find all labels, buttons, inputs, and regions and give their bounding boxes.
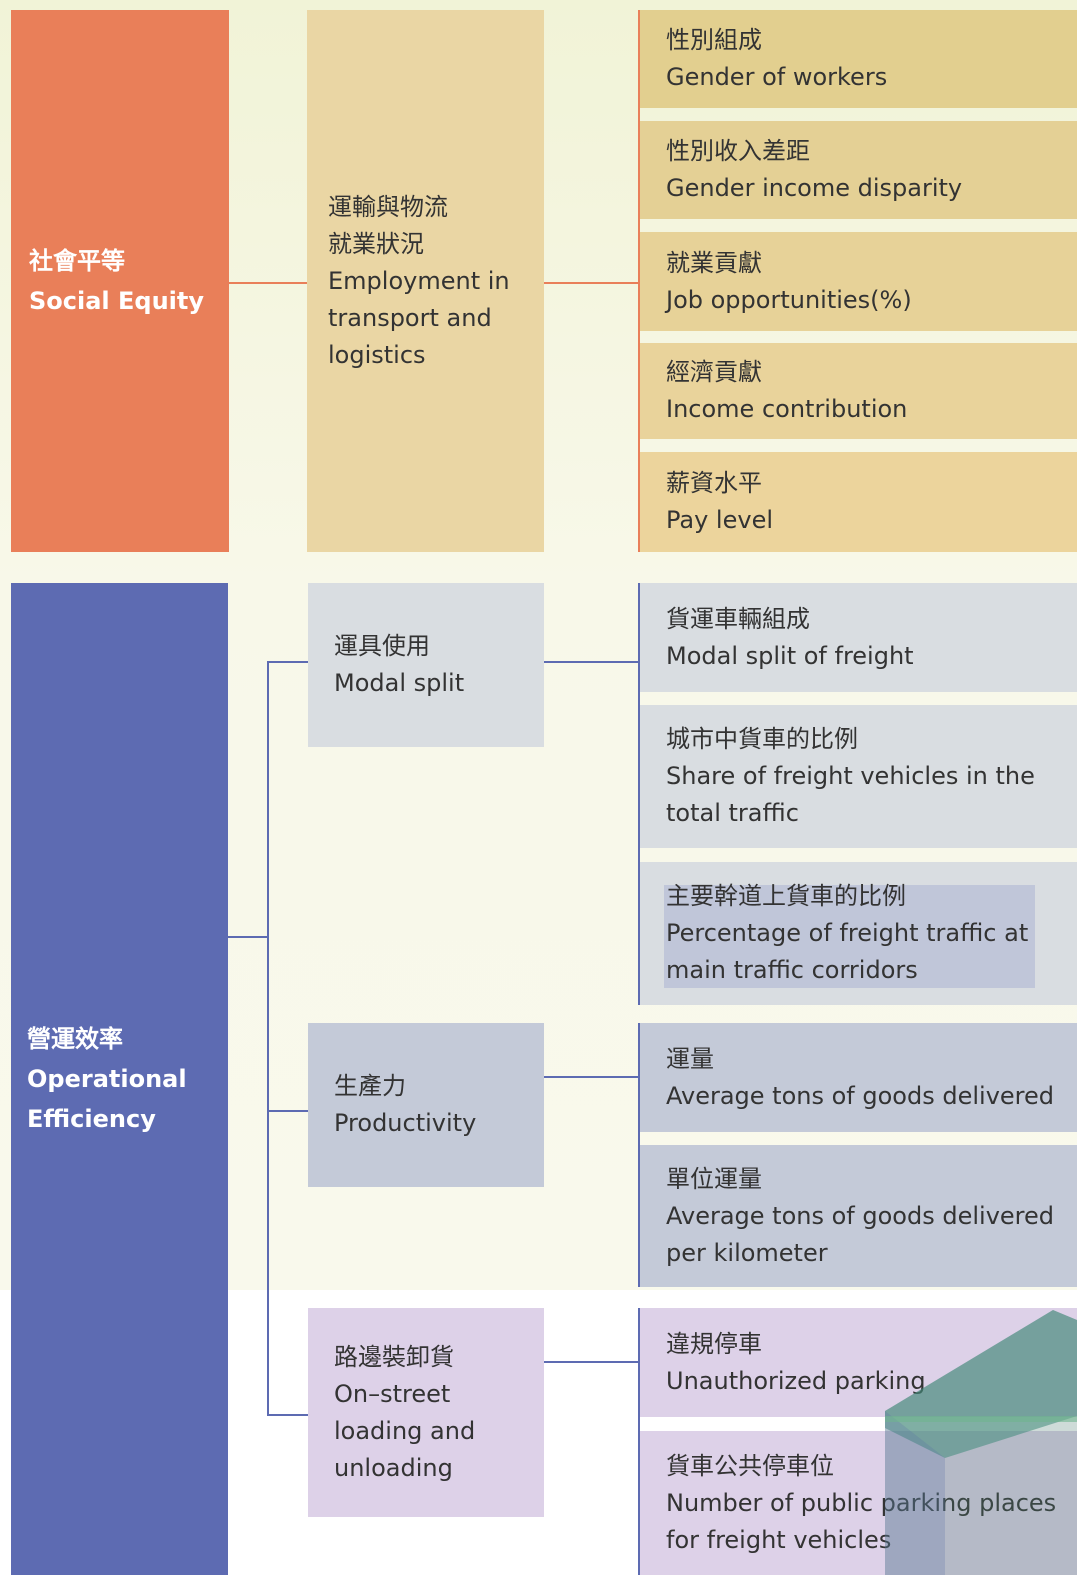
connector-line — [267, 1414, 308, 1416]
bracket-line — [638, 10, 640, 552]
group-title-zh: 運輸與物流 — [328, 192, 448, 221]
group-title-en: On–street — [334, 1379, 451, 1408]
indicator-title-en: Gender of workers — [666, 63, 888, 91]
group-title-en: transport and — [328, 303, 492, 332]
connector-line — [267, 1110, 308, 1112]
connector-line — [228, 936, 268, 938]
highlight-block — [664, 885, 1035, 988]
bracket-line — [267, 661, 269, 1416]
indicator-title-en: per kilometer — [666, 1238, 828, 1267]
indicator-freight-main-corridors: 主要幹道上貨車的比例 Percentage of freight traffic… — [640, 862, 1077, 1005]
group-title-zh: 生產力 — [334, 1072, 406, 1100]
indicator-job-opportunities: 就業貢獻 Job opportunities(%) — [640, 232, 1077, 331]
indicator-share-freight-vehicles: 城市中貨車的比例 Share of freight vehicles in th… — [640, 705, 1077, 848]
indicator-title-zh: 主要幹道上貨車的比例 — [666, 882, 906, 910]
indicator-title-en: Percentage of freight traffic at — [666, 919, 1029, 947]
indicator-tons-per-km: 單位運量 Average tons of goods delivered per… — [640, 1145, 1077, 1287]
group-title-en: unloading — [334, 1453, 453, 1482]
indicator-pay-level: 薪資水平 Pay level — [640, 452, 1077, 552]
connector-line — [544, 661, 639, 663]
group-title-zh: 就業狀況 — [328, 229, 424, 258]
connector-line — [544, 1361, 639, 1363]
bracket-line — [638, 1308, 640, 1575]
indicator-title-zh: 性別收入差距 — [666, 137, 810, 165]
category-title-zh: 營運效率 — [27, 1025, 123, 1053]
category-title-en: Efficiency — [27, 1105, 156, 1133]
indicator-title-en: Average tons of goods delivered — [666, 1201, 1054, 1230]
indicator-title-zh: 違規停車 — [666, 1329, 762, 1358]
group-productivity: 生產力 Productivity — [308, 1023, 544, 1187]
indicator-title-en: Income contribution — [666, 395, 908, 423]
indicator-title-zh: 城市中貨車的比例 — [666, 725, 858, 753]
group-title-zh: 路邊裝卸貨 — [334, 1342, 454, 1371]
indicator-title-zh: 運量 — [666, 1044, 714, 1073]
category-title-en: Operational — [27, 1065, 187, 1093]
category-title-en: Social Equity — [29, 287, 205, 315]
indicator-gender-workers: 性別組成 Gender of workers — [640, 10, 1077, 108]
connector-line — [544, 1076, 639, 1078]
indicator-title-zh: 經濟貢獻 — [666, 358, 762, 386]
category-social-equity: 社會平等 Social Equity — [11, 10, 229, 552]
group-title-en: Employment in — [328, 266, 510, 295]
connector-line — [267, 661, 308, 663]
indicator-title-en: Average tons of goods delivered — [666, 1081, 1054, 1110]
connector-line — [229, 282, 307, 284]
indicator-title-en: Job opportunities(%) — [666, 285, 912, 314]
group-title-en: logistics — [328, 340, 426, 369]
indicator-modal-split-freight: 貨運車輛組成 Modal split of freight — [640, 583, 1077, 692]
indicator-title-en: Number of public parking places — [666, 1488, 1057, 1517]
group-title-en: Productivity — [334, 1109, 477, 1137]
indicator-title-en: for freight vehicles — [666, 1525, 892, 1554]
decorative-cube-shape — [885, 1310, 1077, 1575]
group-title-en: Modal split — [334, 669, 465, 697]
bracket-line — [638, 583, 640, 1005]
group-modal-split: 運具使用 Modal split — [308, 583, 544, 747]
indicator-title-en: Pay level — [666, 506, 774, 534]
group-title-zh: 運具使用 — [334, 632, 430, 660]
category-title-zh: 社會平等 — [29, 247, 125, 275]
indicator-title-en: Share of freight vehicles in the — [666, 762, 1035, 790]
group-employment: 運輸與物流 就業狀況 Employment in transport and l… — [307, 10, 544, 552]
indicator-title-en: Modal split of freight — [666, 641, 914, 670]
indicator-income-contribution: 經濟貢獻 Income contribution — [640, 343, 1077, 439]
bracket-line — [638, 1023, 640, 1287]
group-title-en: loading and — [334, 1416, 476, 1445]
group-on-street-loading: 路邊裝卸貨 On–street loading and unloading — [308, 1308, 544, 1517]
indicator-title-zh: 就業貢獻 — [666, 248, 762, 277]
connector-line — [544, 282, 639, 284]
indicator-title-en: main traffic corridors — [666, 956, 918, 984]
indicator-title-zh: 貨車公共停車位 — [666, 1451, 834, 1480]
indicator-title-zh: 貨運車輛組成 — [666, 604, 810, 633]
indicator-title-zh: 性別組成 — [666, 26, 762, 54]
indicator-title-zh: 單位運量 — [666, 1164, 762, 1193]
indicator-gender-income: 性別收入差距 Gender income disparity — [640, 121, 1077, 219]
category-operational-efficiency: 營運效率 Operational Efficiency — [11, 583, 228, 1575]
indicator-title-zh: 薪資水平 — [666, 469, 762, 497]
indicator-title-en: Gender income disparity — [666, 174, 963, 202]
indicator-public-parking: 貨車公共停車位 Number of public parking places … — [640, 1431, 1077, 1575]
indicator-title-en: total traffic — [666, 799, 799, 827]
indicator-title-en: Unauthorized parking — [666, 1366, 926, 1395]
indicator-average-tons: 運量 Average tons of goods delivered — [640, 1023, 1077, 1132]
